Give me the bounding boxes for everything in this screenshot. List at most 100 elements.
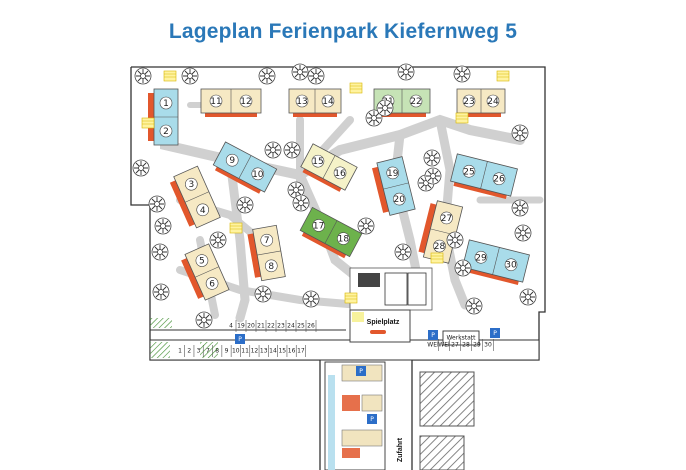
parking-space-number: 11	[241, 348, 249, 355]
playground-area: Spielplatz	[349, 267, 433, 343]
house-number: 29	[475, 253, 487, 263]
house-number: 24	[487, 97, 499, 107]
parking-space-number: 23	[277, 323, 285, 330]
house-number: 5	[199, 257, 205, 267]
house-number-circle	[295, 94, 309, 108]
tree-icon	[254, 285, 272, 303]
house-block: 29 30	[462, 239, 530, 285]
yellow-marker	[496, 70, 510, 82]
parking-space-number: 17	[297, 348, 305, 355]
svg-text:P: P	[238, 336, 242, 343]
house-number: 20	[394, 195, 406, 205]
house-number: 10	[252, 170, 264, 180]
house-number: 19	[387, 169, 399, 179]
house-number: 3	[188, 180, 194, 190]
yellow-marker	[430, 252, 444, 264]
house-block: 34	[169, 165, 221, 229]
tree-icon	[376, 99, 394, 117]
house-number-circle	[311, 154, 325, 168]
house-number-circle	[333, 166, 347, 180]
house-number-circle	[462, 164, 476, 178]
tree-icon	[511, 124, 529, 142]
parking-space-number: WEl	[438, 342, 450, 349]
tree-icon	[209, 231, 227, 249]
yellow-marker	[455, 112, 469, 124]
house-number: 30	[505, 261, 517, 271]
tree-icon	[511, 199, 529, 217]
house-number: 18	[338, 235, 350, 245]
house-number: 17	[313, 221, 324, 231]
tree-icon	[258, 67, 276, 85]
parking-space-number: 21	[257, 323, 265, 330]
parking-icon: P	[367, 414, 377, 424]
parking-icon: P	[235, 334, 245, 344]
house-number: 14	[322, 97, 334, 107]
tree-icon	[307, 67, 325, 85]
house-number-circle	[440, 211, 453, 225]
yellow-marker	[163, 70, 177, 82]
tree-icon	[195, 311, 213, 329]
house-number: 25	[463, 167, 474, 177]
house-block: 78	[247, 224, 286, 282]
parking-space-number: 28	[462, 342, 470, 349]
tree-icon	[132, 159, 150, 177]
access-road-label: Zufahrt	[397, 437, 404, 462]
house-number-circle	[260, 233, 274, 247]
house-number-circle	[185, 177, 198, 191]
house-number-circle	[159, 96, 173, 110]
tree-icon	[357, 217, 375, 235]
parking-space-number: 25	[297, 323, 305, 330]
parking-space-number: 20	[247, 323, 255, 330]
workshop-building: Werkstatt	[442, 330, 480, 346]
tree-icon	[148, 195, 166, 213]
parking-space-number: 14	[269, 348, 277, 355]
parking-space-number: 24	[287, 323, 295, 330]
house-number-circle	[433, 239, 446, 253]
house-number-circle	[486, 94, 500, 108]
house-number-circle	[239, 94, 253, 108]
house-number-circle	[409, 94, 423, 108]
tree-icon	[292, 194, 310, 212]
house-number-circle	[209, 94, 223, 108]
house-number: 6	[209, 279, 215, 289]
house-number-circle	[462, 94, 476, 108]
svg-text:P: P	[431, 332, 435, 339]
house-number: 7	[264, 236, 270, 246]
house-number-circle	[251, 167, 265, 181]
tree-icon	[454, 259, 472, 277]
tree-icon	[519, 288, 537, 306]
tree-icon	[236, 196, 254, 214]
tree-icon	[394, 243, 412, 261]
tree-icon	[453, 65, 471, 83]
green-strips	[150, 318, 218, 358]
house-block: 56	[181, 243, 230, 301]
house-number-circle	[504, 258, 518, 272]
house-number: 2	[163, 127, 169, 137]
svg-text:P: P	[493, 330, 497, 337]
house-number: 28	[434, 242, 446, 252]
tree-icon	[446, 231, 464, 249]
parking-space-number: 29	[473, 342, 481, 349]
tree-icon	[514, 224, 532, 242]
parking-space-number: 19	[237, 323, 245, 330]
house-number: 13	[296, 97, 307, 107]
parking-space-number: 4	[229, 323, 233, 330]
yellow-marker	[349, 82, 363, 94]
house-block: 13 14	[288, 88, 342, 117]
parking-space-number: 16	[288, 348, 296, 355]
playground-label: Spielplatz	[367, 319, 400, 326]
tree-icon	[291, 63, 309, 81]
house-number: 15	[312, 157, 323, 167]
house-number: 22	[410, 97, 421, 107]
house-number-circle	[205, 277, 219, 290]
tree-icon	[283, 141, 301, 159]
holiday-houses: 1211121314212223249101516192025263478171…	[148, 88, 530, 301]
neighbor-buildings	[419, 371, 475, 470]
page-title: Lageplan Ferienpark Kiefernweg 5	[168, 20, 518, 43]
parking-icon: P	[428, 330, 438, 340]
parking-space-number: 22	[267, 323, 275, 330]
